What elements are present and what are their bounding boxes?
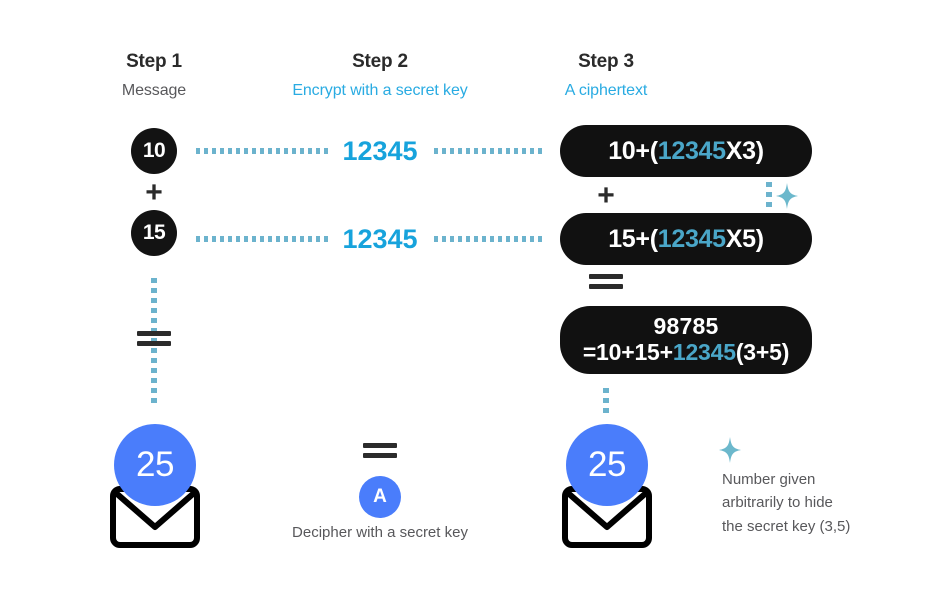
legend-line-1: Number given: [722, 471, 816, 488]
pill2-prefix: 15+(: [608, 224, 658, 253]
step2-title: Step 2: [352, 51, 408, 72]
step2-subtitle: Encrypt with a secret key: [292, 82, 468, 99]
pill1-prefix: 10+(: [608, 136, 658, 165]
step1-subtitle: Message: [121, 82, 187, 99]
step3-subtitle: A ciphertext: [564, 82, 648, 99]
ciphertext-pill-2-text: 15+(12345X5): [608, 225, 764, 254]
col2-equals-sign: [363, 443, 397, 459]
ciphertext-pill-2: 15+(12345X5): [560, 213, 812, 265]
pill3-line2-key: 12345: [672, 339, 736, 365]
message-plus-sign: +: [145, 176, 163, 209]
message-value-2: 15: [131, 210, 177, 256]
pill1-key: 12345: [657, 136, 726, 165]
secret-key-1: 12345: [342, 136, 418, 166]
col3-vertical-dotted-line: [603, 388, 609, 414]
ciphertext-plus-sign: +: [597, 179, 615, 212]
decipher-label: Decipher with a secret key: [292, 524, 468, 541]
pill2-suffix: X5): [725, 224, 764, 253]
connector-1a-dotted-line: [196, 148, 331, 154]
pill1-suffix: X3): [725, 136, 764, 165]
col1-result-group: 25: [110, 424, 200, 548]
connector-2a-dotted-line: [196, 236, 331, 242]
step3-title: Step 3: [578, 51, 634, 72]
legend-line-3: the secret key (3,5): [722, 517, 851, 535]
col3-result-value: 25: [566, 424, 648, 506]
pill2-key: 12345: [657, 224, 726, 253]
pill3-line2: =10+15+12345(3+5): [582, 339, 790, 366]
legend-sparkle-icon: [719, 437, 741, 463]
legend-line-2: arbitrarily to hide: [722, 494, 833, 512]
pill3-line1: 98785: [653, 313, 719, 340]
decipher-badge: A: [359, 476, 401, 518]
col3-result-group: 25: [562, 424, 652, 548]
pill3-line2-suffix: (3+5): [735, 339, 790, 365]
step1-title: Step 1: [126, 51, 182, 72]
sparkle-icon: [776, 183, 798, 209]
ciphertext-pill-1-text: 10+(12345X3): [608, 137, 764, 166]
col3-equals-sign: [589, 274, 623, 290]
ciphertext-pill-3-text: 98785 =10+15+12345(3+5): [582, 313, 790, 366]
sparkle-connector-dotted-line: [766, 182, 772, 212]
connector-2b-dotted-line: [434, 236, 544, 242]
ciphertext-pill-1: 10+(12345X3): [560, 125, 812, 177]
connector-1b-dotted-line: [434, 148, 544, 154]
legend-text: Number given arbitrarily to hide the sec…: [722, 468, 922, 538]
pill3-line2-prefix: =10+15+: [582, 339, 673, 365]
ciphertext-pill-3: 98785 =10+15+12345(3+5): [560, 306, 812, 374]
col1-equals-sign: [137, 331, 171, 347]
secret-key-2: 12345: [342, 224, 418, 254]
message-value-1: 10: [131, 128, 177, 174]
col1-result-value: 25: [114, 424, 196, 506]
